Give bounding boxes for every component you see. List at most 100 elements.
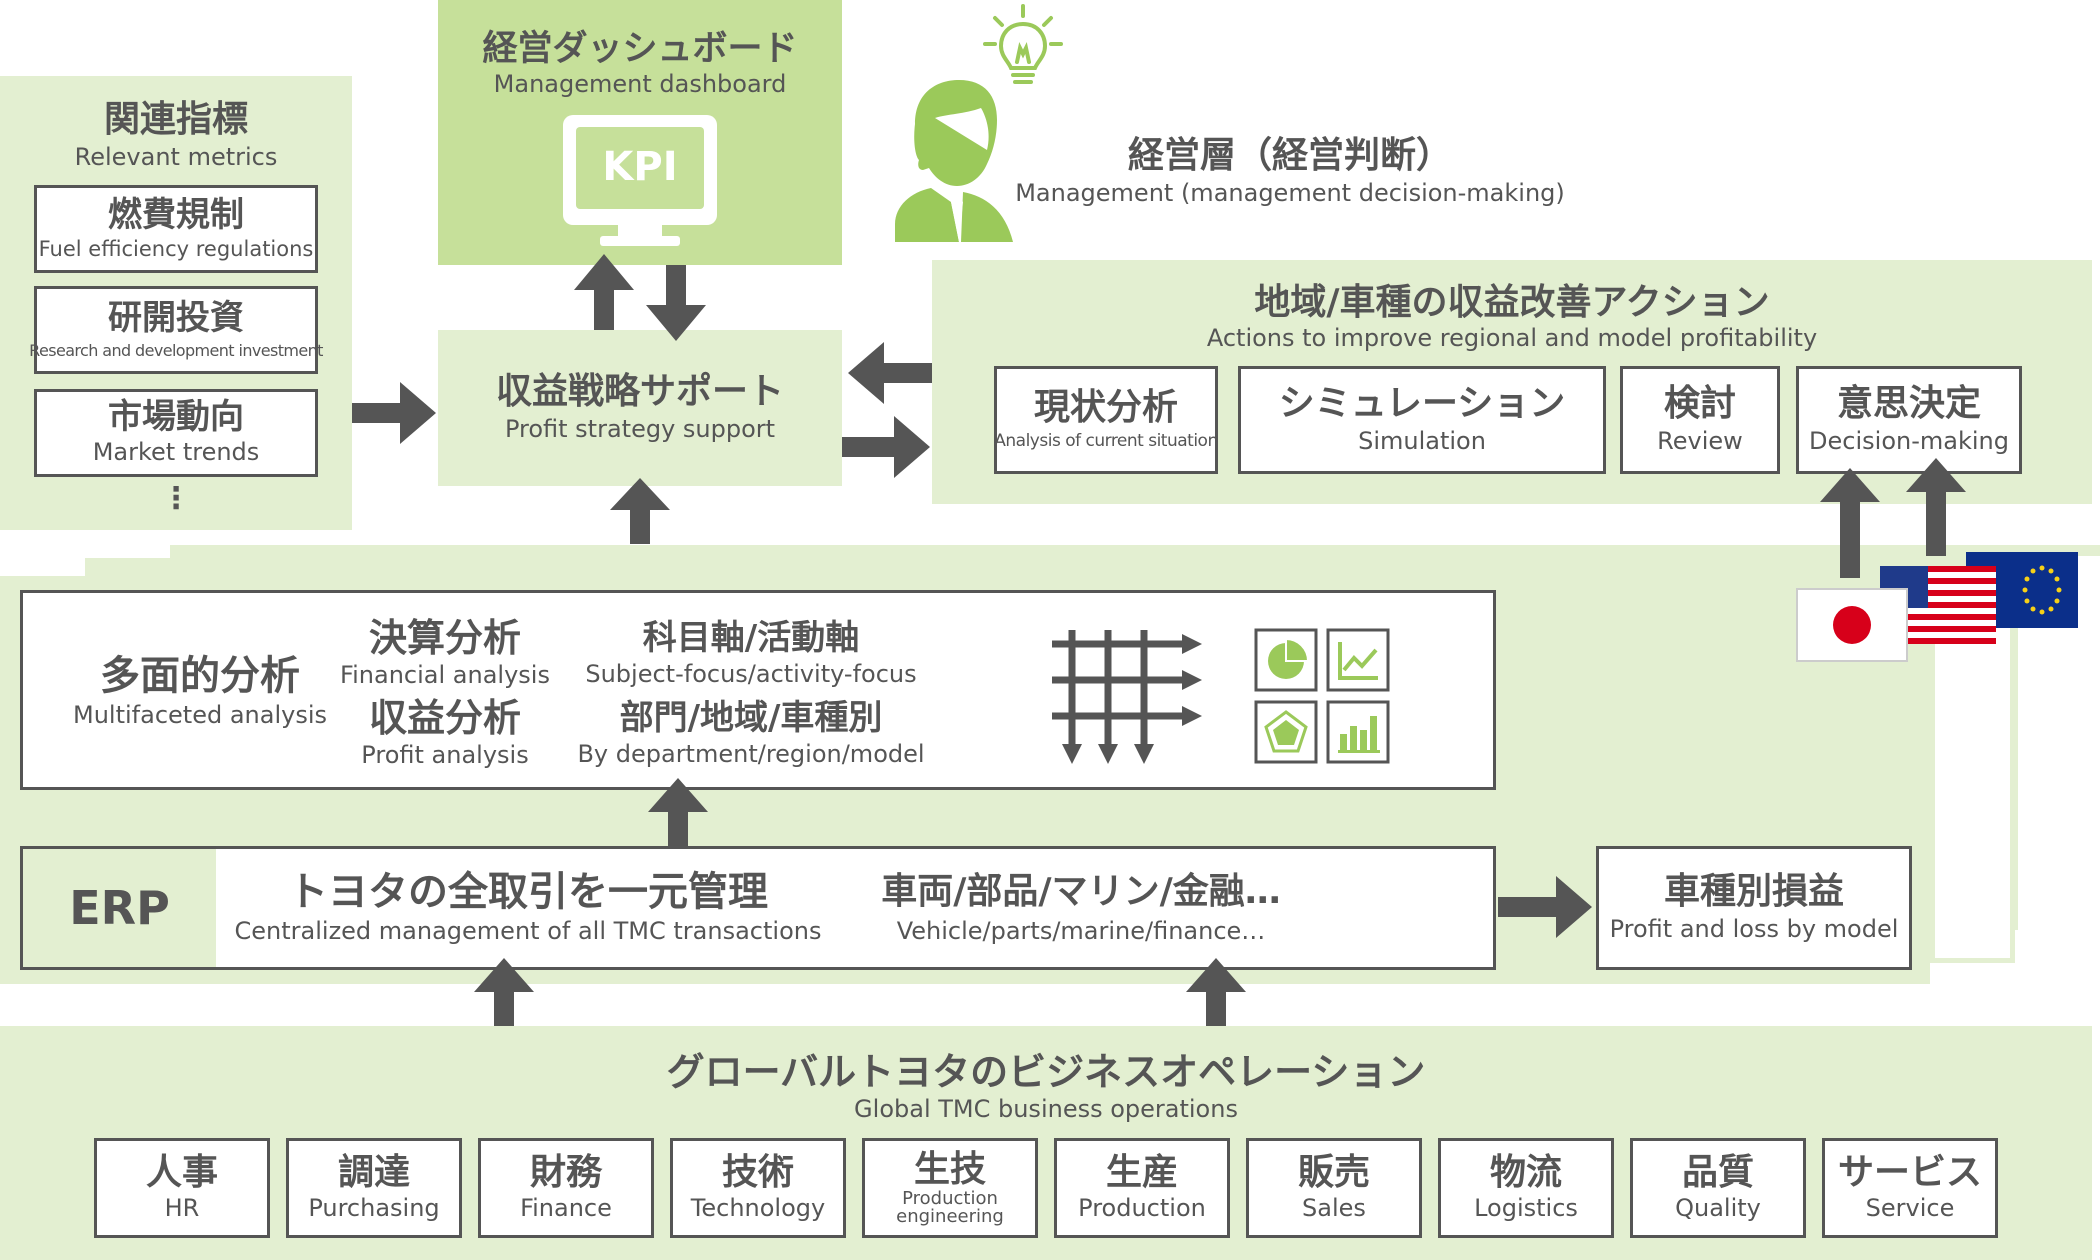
action-current-analysis-en: Analysis of current situation: [994, 431, 1218, 452]
metric-fuel-box: 燃費規制 Fuel efficiency regulations: [34, 185, 318, 273]
arrow-dashboard-to-support: [646, 265, 706, 341]
related-metrics-title: 関連指標 Relevant metrics: [0, 100, 352, 171]
metric-market-jp: 市場動向: [108, 397, 244, 437]
action-current-analysis-jp: 現状分析: [1033, 387, 1178, 429]
management-title: 経営層（経営判断） Management (management decisio…: [1000, 136, 1580, 207]
ops-technology-en: Technology: [690, 1194, 826, 1222]
related-metrics-title-jp: 関連指標: [103, 99, 248, 140]
model-pl-box: 車種別損益 Profit and loss by model: [1596, 846, 1912, 970]
ops-quality-en: Quality: [1675, 1194, 1761, 1222]
japan-flag-icon: [1796, 588, 1908, 662]
global-ops-title-en: Global TMC business operations: [854, 1094, 1238, 1123]
arrow-support-to-actions: [842, 416, 930, 478]
actions-title-en: Actions to improve regional and model pr…: [1206, 323, 1818, 352]
ops-purchasing-box: 調達 Purchasing: [286, 1138, 462, 1238]
erp-sub: 車両/部品/マリン/金融… Vehicle/parts/marine/finan…: [856, 872, 1306, 945]
profit-support-panel: 収益戦略サポート Profit strategy support: [438, 330, 842, 486]
pie-chart-icon: [1254, 628, 1318, 692]
multifaceted-box: [20, 590, 1496, 790]
ops-technology-box: 技術 Technology: [670, 1138, 846, 1238]
ops-production-engineering-box: 生技 Production engineering: [862, 1138, 1038, 1238]
ops-technology-jp: 技術: [721, 1152, 794, 1194]
dashboard-title: 経営ダッシュボード Management dashboard: [438, 30, 842, 98]
erp-main-jp: トヨタの全取引を一元管理: [288, 869, 768, 915]
arrow-analysis-to-support: [610, 478, 670, 544]
profit-analysis-jp: 収益分析: [368, 696, 521, 740]
ops-quality-jp: 品質: [1681, 1152, 1754, 1194]
erp-box: [20, 846, 1496, 970]
ops-logistics-en: Logistics: [1474, 1194, 1578, 1222]
arrow-metrics-to-support: [352, 382, 436, 444]
action-current-analysis-box: 現状分析 Analysis of current situation: [994, 366, 1218, 474]
action-simulation-jp: シミュレーション: [1278, 383, 1566, 425]
action-simulation-box: シミュレーション Simulation: [1238, 366, 1606, 474]
arrow-erp-to-model-pl: [1498, 876, 1592, 938]
erp-label: ERP: [69, 880, 170, 935]
arrow-support-to-dashboard: [574, 254, 634, 330]
erp-sub-jp: 車両/部品/マリン/金融…: [881, 871, 1281, 912]
radar-chart-icon: [1254, 700, 1318, 764]
metric-rnd-en: Research and development investment: [29, 340, 323, 360]
ops-hr-jp: 人事: [145, 1152, 218, 1194]
ops-purchasing-en: Purchasing: [308, 1194, 440, 1222]
metric-market-en: Market trends: [92, 438, 260, 467]
action-review-en: Review: [1657, 427, 1743, 455]
manager-person-icon: [895, 80, 1013, 242]
action-decision-box: 意思決定 Decision-making: [1796, 366, 2022, 474]
dashboard-title-jp: 経営ダッシュボード: [482, 29, 798, 69]
ops-production-engineering-jp: 生技: [913, 1149, 986, 1191]
ops-service-box: サービス Service: [1822, 1138, 1998, 1238]
arrow-flags-to-decision-2: [1906, 458, 1966, 556]
financial-analysis-en: Financial analysis: [340, 660, 550, 689]
metric-market-box: 市場動向 Market trends: [34, 389, 318, 477]
model-pl-en: Profit and loss by model: [1609, 915, 1899, 943]
ops-production-box: 生産 Production: [1054, 1138, 1230, 1238]
ops-purchasing-jp: 調達: [337, 1152, 410, 1194]
metric-rnd-box: 研開投資 Research and development investment: [29, 286, 323, 374]
action-decision-en: Decision-making: [1809, 427, 2009, 455]
management-title-jp: 経営層（経営判断）: [1127, 135, 1452, 176]
multifaceted-title-jp: 多面的分析: [100, 653, 300, 699]
actions-title-jp: 地域/車種の収益改善アクション: [1254, 282, 1770, 323]
ops-logistics-jp: 物流: [1489, 1152, 1562, 1194]
ops-hr-en: HR: [164, 1194, 200, 1222]
ops-finance-jp: 財務: [529, 1152, 602, 1194]
action-review-jp: 検討: [1663, 383, 1736, 425]
profit-support-jp: 収益戦略サポート: [495, 371, 784, 413]
multifaceted-title: 多面的分析 Multifaceted analysis: [60, 654, 340, 730]
profit-analysis: 収益分析 Profit analysis: [330, 696, 560, 769]
by-department: 部門/地域/車種別 By department/region/model: [566, 699, 936, 769]
ops-logistics-box: 物流 Logistics: [1438, 1138, 1614, 1238]
dashboard-title-en: Management dashboard: [493, 69, 787, 98]
ops-production-en: Production: [1078, 1194, 1206, 1222]
ops-sales-box: 販売 Sales: [1246, 1138, 1422, 1238]
ops-production-engineering-en: Production engineering: [896, 1187, 1004, 1227]
model-pl-jp: 車種別損益: [1663, 871, 1844, 913]
erp-main-en: Centralized management of all TMC transa…: [234, 917, 822, 945]
subject-focus-jp: 科目軸/活動軸: [642, 618, 860, 658]
metric-fuel-en: Fuel efficiency regulations: [38, 237, 314, 262]
ops-sales-en: Sales: [1302, 1194, 1366, 1222]
kpi-monitor-icon: [563, 115, 717, 246]
ops-production-jp: 生産: [1105, 1152, 1178, 1194]
kpi-monitor-label: KPI: [602, 144, 678, 190]
line-chart-icon: [1326, 628, 1390, 692]
management-title-en: Management (management decision-making): [1015, 178, 1565, 207]
erp-label-panel: ERP: [23, 849, 216, 967]
ops-service-jp: サービス: [1837, 1152, 1982, 1194]
grid-arrows-icon: [1052, 630, 1202, 764]
ops-service-en: Service: [1865, 1194, 1955, 1222]
profit-support-en: Profit strategy support: [504, 415, 776, 443]
subject-focus-en: Subject-focus/activity-focus: [585, 660, 917, 689]
profit-analysis-en: Profit analysis: [361, 740, 529, 769]
metrics-more-ellipsis: ⋮: [161, 481, 191, 516]
actions-title: 地域/車種の収益改善アクション Actions to improve regio…: [932, 283, 2092, 352]
ops-finance-box: 財務 Finance: [478, 1138, 654, 1238]
bar-chart-icon: [1326, 700, 1390, 764]
metric-rnd-jp: 研開投資: [108, 298, 244, 339]
ops-hr-box: 人事 HR: [94, 1138, 270, 1238]
financial-analysis: 決算分析 Financial analysis: [330, 617, 560, 689]
arrow-ops-to-erp-1: [474, 958, 534, 1026]
ops-finance-en: Finance: [520, 1194, 612, 1222]
global-ops-title: グローバルトヨタのビジネスオペレーション Global TMC business…: [0, 1051, 2092, 1123]
